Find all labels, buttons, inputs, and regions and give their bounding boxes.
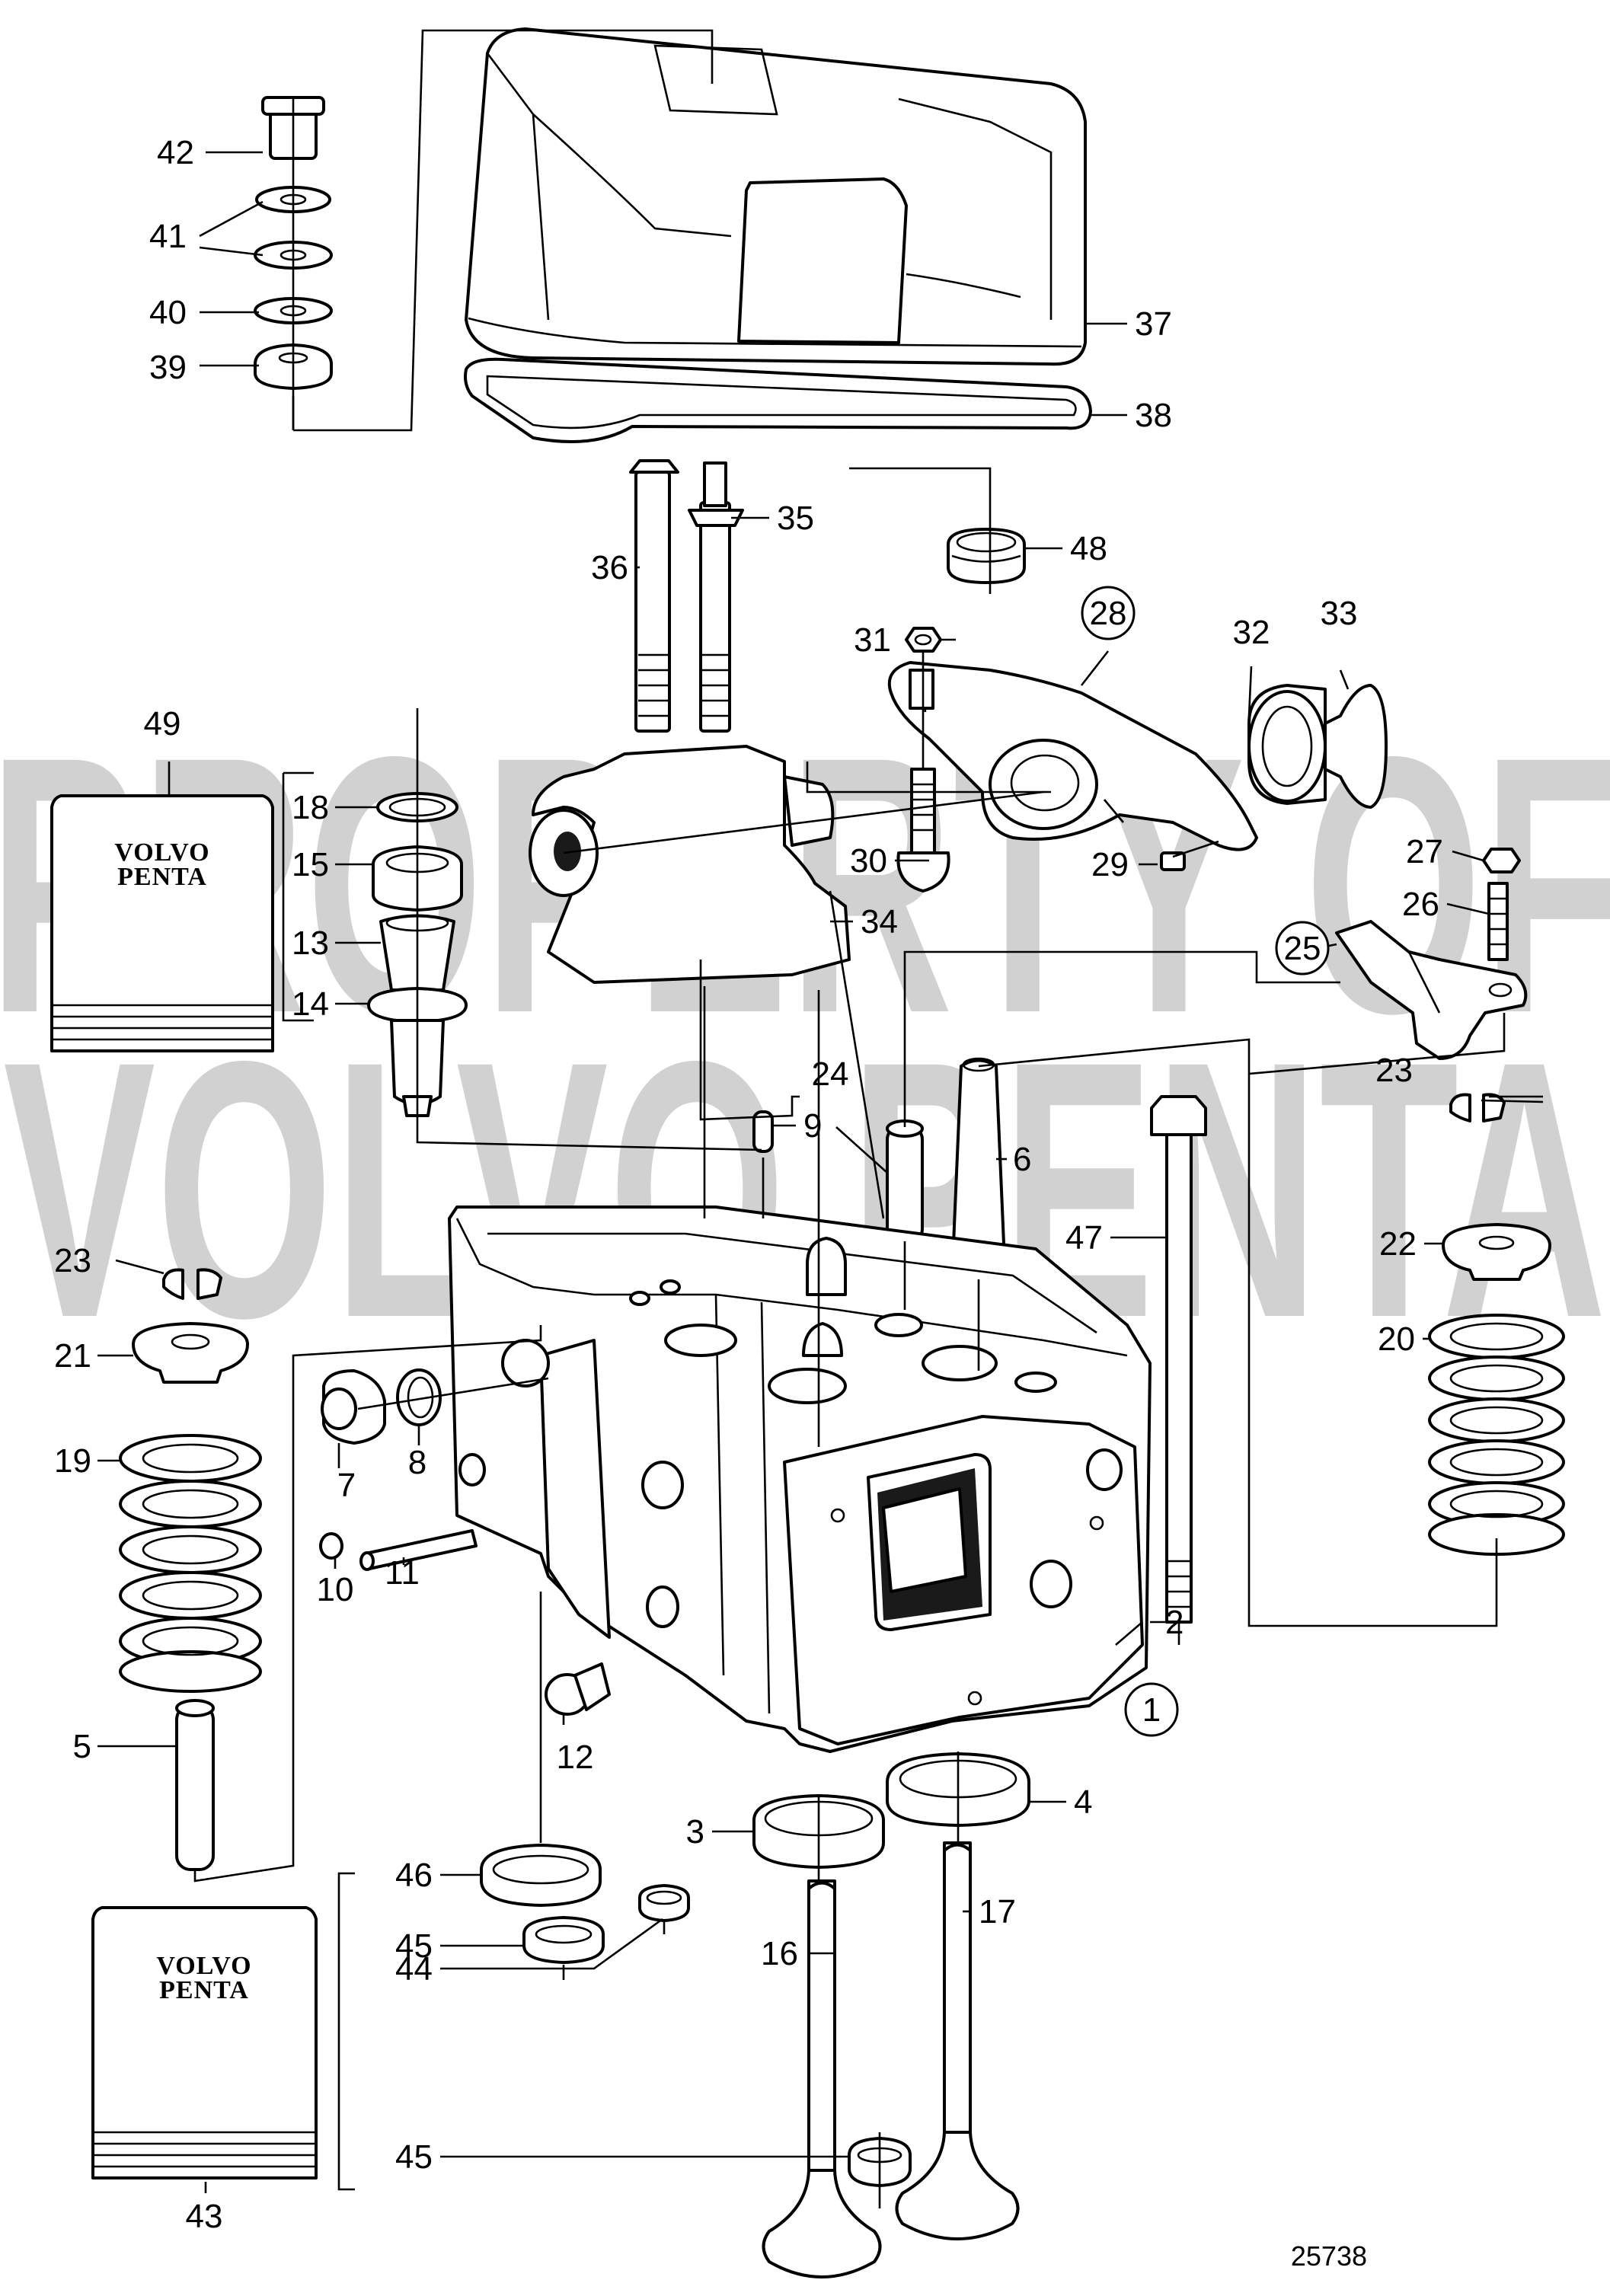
callout-41: 41 (149, 218, 187, 255)
callout-19: 19 (54, 1442, 91, 1480)
valve-bridge (1335, 920, 1528, 1060)
plug-10 (319, 1532, 343, 1560)
callout-20: 20 (1378, 1320, 1415, 1358)
valve-16 (762, 1879, 882, 2278)
callout-38: 38 (1135, 397, 1172, 434)
callout-25-circle: 25 (1275, 921, 1330, 976)
callout-43: 43 (186, 2198, 223, 2235)
callout-47: 47 (1065, 1219, 1103, 1257)
document-number: 25738 (1291, 2240, 1367, 2272)
callout-30: 30 (850, 842, 887, 880)
callout-45-upper: 45 (395, 1927, 433, 1965)
callout-23-right: 23 (1375, 1052, 1413, 1089)
callout-12: 12 (557, 1739, 594, 1776)
callout-31: 31 (854, 621, 891, 659)
callout-17: 17 (979, 1893, 1016, 1930)
cylinder-head (448, 1205, 1152, 1753)
cup-plug (947, 528, 1026, 584)
bridge-stud (1487, 882, 1509, 961)
callout-39: 39 (149, 349, 187, 386)
callout-2: 2 (1165, 1604, 1184, 1641)
kit-43-brand-line-1: VOLVO (156, 1952, 251, 1980)
callout-labels: 42 41 40 39 37 38 35 36 48 31 28 32 33 3… (54, 134, 1443, 2235)
head-bolt (1150, 1095, 1207, 1624)
callout-49: 49 (144, 705, 181, 742)
bridge-nut (1482, 848, 1521, 873)
callout-35: 35 (777, 500, 814, 537)
rocker-bushing (1247, 684, 1327, 805)
valve-guide-5 (175, 1699, 215, 1871)
lock-nut (905, 627, 942, 653)
callout-37: 37 (1135, 305, 1172, 343)
callout-45-lower: 45 (395, 2138, 433, 2176)
rocker-arm (887, 661, 1258, 851)
callout-9: 9 (803, 1107, 822, 1145)
callout-4: 4 (1074, 1783, 1092, 1821)
dowel-pin (752, 1110, 774, 1153)
callout-33: 33 (1321, 595, 1358, 632)
callout-28: 28 (1090, 595, 1127, 632)
left-spring-retainer (132, 1322, 249, 1384)
callout-34: 34 (861, 903, 898, 940)
callout-25: 25 (1284, 930, 1321, 967)
callout-1: 1 (1142, 1691, 1161, 1729)
callout-16: 16 (761, 1935, 798, 1972)
callout-6: 6 (1013, 1141, 1031, 1178)
callout-28-circle: 28 (1081, 586, 1136, 640)
pin-11 (359, 1529, 478, 1571)
right-spring-retainer (1442, 1223, 1551, 1281)
plug-7 (321, 1369, 386, 1445)
kit-43-brand-line-2: PENTA (159, 1976, 249, 2004)
left-valve-collets (162, 1268, 222, 1300)
set-screw (1160, 851, 1186, 871)
callout-36: 36 (591, 549, 628, 586)
valve-cover (465, 27, 1087, 366)
assembly-lines (193, 29, 1506, 2208)
callout-18: 18 (292, 789, 329, 826)
gasket-kit-49: VOLVO PENTA (50, 794, 274, 1052)
callout-42: 42 (157, 134, 194, 171)
callout-21: 21 (54, 1337, 91, 1375)
kit-49-brand-line-2: PENTA (117, 863, 207, 891)
callout-8: 8 (408, 1444, 426, 1481)
callout-24: 24 (812, 1055, 849, 1093)
callout-27: 27 (1406, 833, 1443, 870)
callout-14: 14 (292, 985, 329, 1023)
gasket-kit-43: VOLVO PENTA (91, 1906, 318, 2179)
valve-cover-gasket (464, 357, 1092, 443)
rocker-cap (1324, 684, 1388, 809)
callout-32: 32 (1233, 614, 1270, 651)
callout-29: 29 (1091, 846, 1129, 883)
callout-3: 3 (686, 1813, 704, 1851)
callout-11: 11 (385, 1554, 420, 1592)
seal-46 (480, 1844, 602, 1907)
callout-15: 15 (292, 846, 329, 883)
callout-46: 46 (395, 1857, 433, 1894)
seal-44 (638, 1884, 690, 1922)
rocker-bracket (529, 459, 851, 984)
callout-7: 7 (337, 1467, 356, 1504)
seal-45-upper (522, 1916, 605, 1964)
kit-49-brand-line-1: VOLVO (114, 838, 209, 867)
callout-5: 5 (73, 1728, 91, 1765)
adjusting-screw (896, 768, 950, 893)
left-valve-spring (119, 1434, 262, 1693)
right-valve-spring (1428, 1314, 1565, 1556)
callout-48: 48 (1070, 530, 1107, 567)
callout-26: 26 (1402, 886, 1439, 923)
callout-44: 44 (395, 1950, 433, 1988)
callout-40: 40 (149, 294, 187, 331)
callout-23-left: 23 (54, 1242, 91, 1279)
callout-10: 10 (317, 1571, 354, 1608)
callout-22: 22 (1379, 1225, 1417, 1263)
callout-1-circle: 1 (1124, 1682, 1179, 1737)
callout-13: 13 (292, 924, 329, 962)
plug-12 (545, 1662, 611, 1716)
push-tube-24 (886, 1119, 924, 1243)
